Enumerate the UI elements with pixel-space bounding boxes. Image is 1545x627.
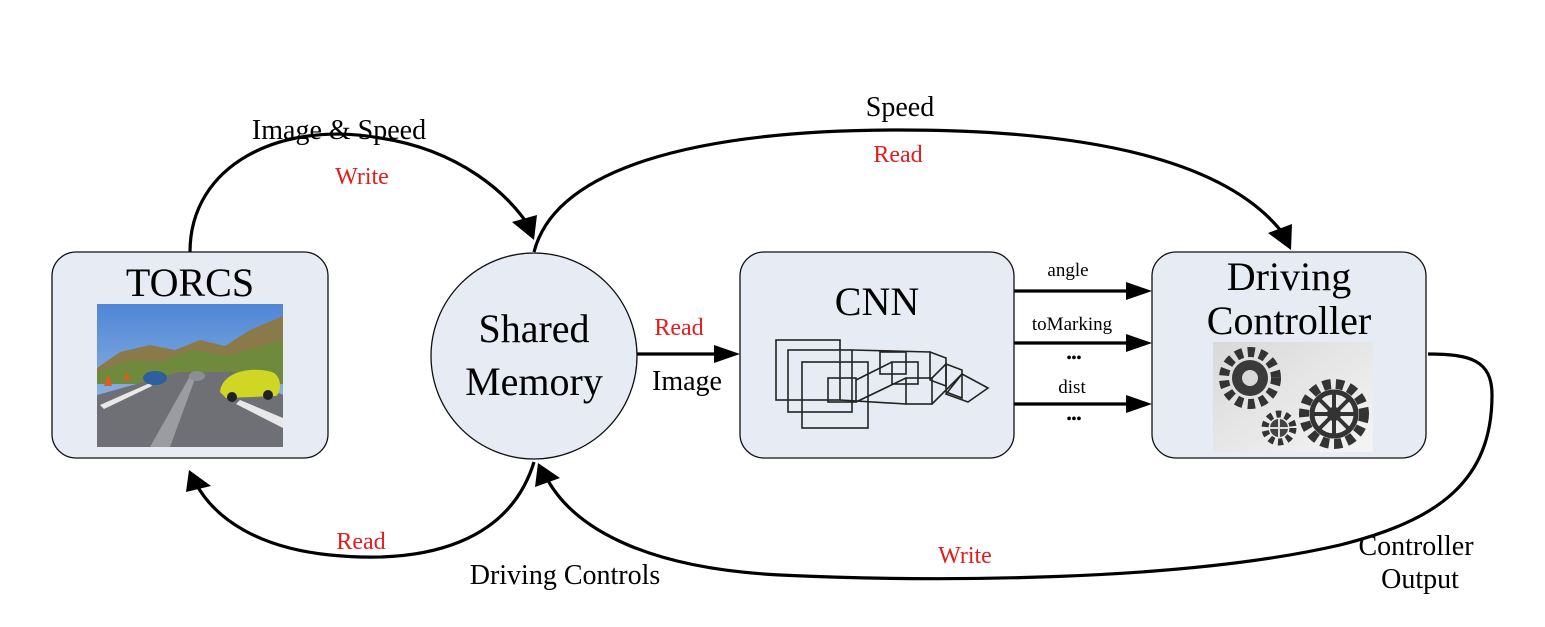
shared-memory-node: Shared Memory [430, 252, 638, 460]
controller-to-memory-arc [543, 352, 1494, 581]
torcs-read-label: Driving Controls [470, 560, 661, 591]
torcs-read-op: Read [336, 529, 385, 555]
driving-controller-line2: Controller [1207, 298, 1371, 343]
cnn-layers-icon [775, 339, 990, 429]
speed-read-label: Speed [866, 92, 934, 123]
controller-output-line2: Output [1381, 564, 1459, 595]
output-tomarking-label: toMarking [1032, 314, 1113, 335]
memory-to-torcs-arc [193, 461, 536, 559]
cnn-title: CNN [835, 279, 919, 324]
torcs-title: TORCS [126, 260, 254, 305]
speed-read-op: Read [873, 142, 922, 168]
shared-memory-circle [430, 252, 638, 460]
dist-arrowhead [1126, 395, 1152, 413]
torcs-to-memory-arrowhead [512, 215, 537, 240]
torcs-write-label: Image & Speed [252, 115, 426, 146]
cnn-box [739, 251, 1015, 459]
memory-to-cnn-arrowhead [714, 345, 740, 363]
tomarking-arrowhead [1126, 334, 1152, 352]
gears-image [1213, 342, 1373, 452]
cnn-node: CNN [739, 251, 1015, 459]
controller-output-line1: Controller [1358, 531, 1474, 562]
torcs-screenshot [97, 304, 283, 447]
torcs-node: TORCS [51, 251, 329, 459]
driving-controller-line1: Driving [1227, 254, 1351, 299]
memory-to-torcs-arrowhead [186, 470, 211, 492]
output-dist-label: dist [1058, 377, 1086, 398]
image-read-label: Image [652, 366, 722, 397]
torcs-write-op: Write [335, 164, 389, 190]
shared-memory-line2: Memory [465, 359, 603, 404]
output-ellipsis-1: ••• [1067, 351, 1082, 366]
memory-to-controller-speed-arc [532, 128, 1287, 253]
memory-to-controller-arrowhead [1268, 224, 1292, 250]
image-read-op: Read [654, 315, 703, 341]
torcs-to-memory-arc [188, 132, 532, 253]
output-ellipsis-2: ••• [1067, 412, 1082, 427]
driving-controller-node: Driving Controller [1151, 251, 1427, 459]
angle-arrowhead [1126, 282, 1152, 300]
shared-memory-line1: Shared [478, 306, 589, 351]
controller-write-op: Write [938, 543, 992, 569]
controller-to-memory-arrowhead [535, 463, 560, 487]
output-angle-label: angle [1047, 260, 1088, 281]
